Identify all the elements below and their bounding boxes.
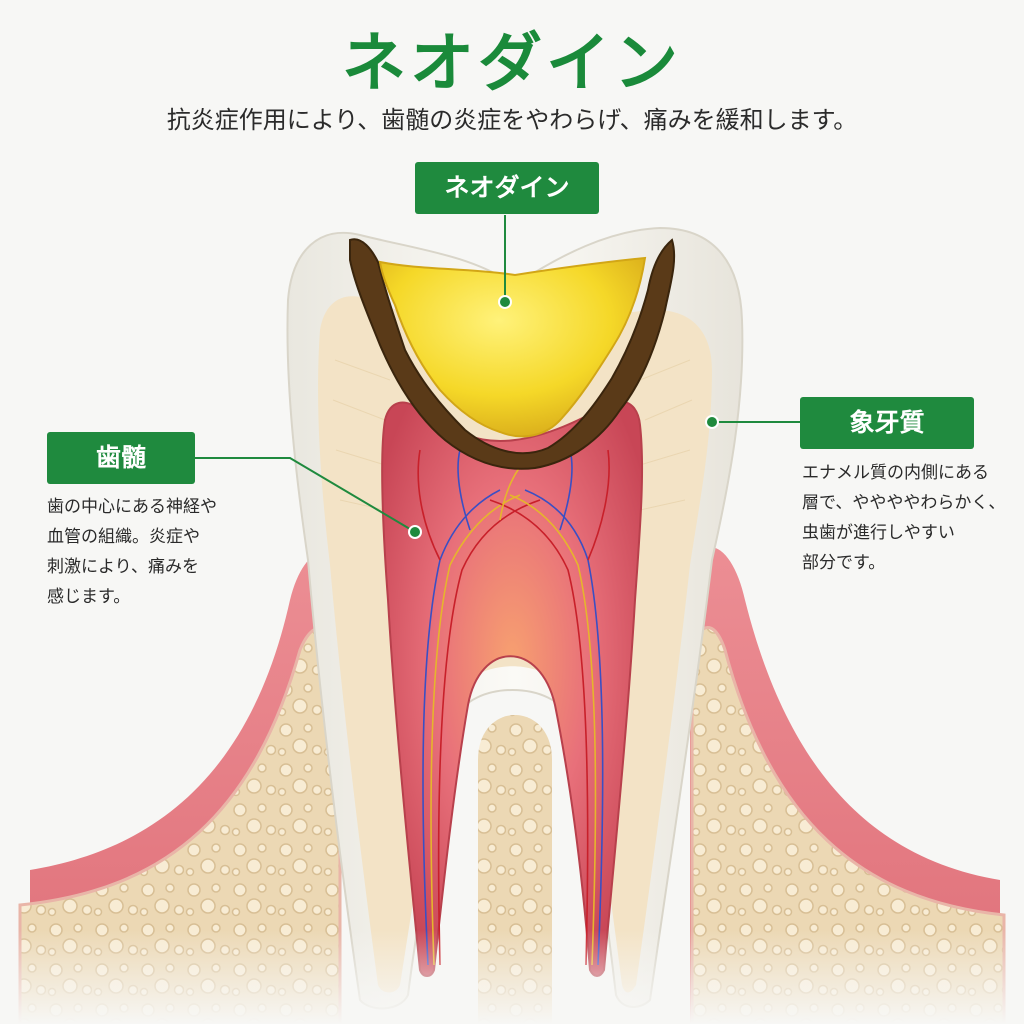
pulp-description-line: 刺激により、痛みを [47, 557, 199, 577]
label-pulp: 歯髄 [47, 432, 195, 484]
pulp-description-line: 血管の組織。炎症や [47, 527, 200, 547]
leader-lines [195, 215, 800, 533]
dentin-description-line: エナメル質の内側にある [802, 463, 989, 483]
label-neodyne: ネオダイン [415, 162, 599, 214]
label-dentin: 象牙質 [800, 397, 974, 449]
neodyne-medicine [378, 256, 647, 438]
bottom-fade [0, 930, 1024, 1024]
leader-dots [408, 295, 719, 539]
page-subtitle: 抗炎症作用により、歯髄の炎症をやわらげ、痛みを緩和します。 [166, 106, 858, 134]
pulp-description: 歯の中心にある神経や 血管の組織。炎症や 刺激により、痛みを 感じます。 [47, 492, 217, 612]
tooth-decay [349, 238, 676, 470]
page-title: ネオダイン [342, 27, 682, 101]
dentin-description: エナメル質の内側にある 層で、ややややわらかく、 虫歯が進行しやすい 部分です。 [802, 458, 1005, 578]
dentin-description-line: 部分です。 [802, 553, 886, 573]
pulp-description-line: 歯の中心にある神経や [47, 497, 217, 517]
dentin-texture [332, 359, 693, 511]
pulp-description-line: 感じます。 [47, 587, 131, 607]
dentin-description-line: 層で、ややややわらかく、 [802, 493, 1006, 513]
dentin-description-line: 虫歯が進行しやすい [802, 523, 955, 543]
nerves-and-blood-vessels [417, 449, 610, 966]
